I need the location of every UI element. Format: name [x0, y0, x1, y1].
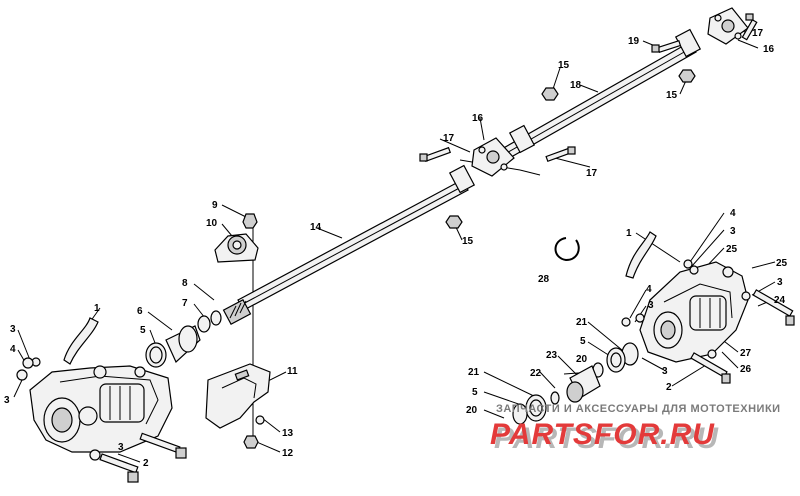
rear-boot-assembly [512, 342, 639, 425]
callout-24: 24 [774, 295, 786, 306]
callout-5: 5 [580, 336, 586, 347]
callout-21: 21 [576, 317, 588, 328]
callout-9: 9 [212, 200, 218, 211]
callout-2: 2 [143, 458, 149, 469]
callout-28: 28 [538, 274, 550, 285]
bolt-17-top [741, 13, 758, 41]
callout-11: 11 [287, 366, 298, 377]
callout-14: 14 [310, 222, 322, 233]
flex-coupler-rear [707, 7, 749, 45]
callout-7: 7 [182, 298, 188, 309]
callout-15: 15 [558, 60, 570, 71]
bolt-17-mid [419, 146, 452, 163]
callout-18: 18 [570, 80, 582, 91]
front-boot-assembly [145, 310, 222, 368]
callout-5: 5 [140, 325, 146, 336]
watermark: ЗАПЧАСТИ И АКСЕССУАРЫ ДЛЯ МОТОТЕХНИКИ PA… [490, 403, 781, 455]
vent-hose-right [625, 231, 657, 279]
callout-27: 27 [740, 348, 752, 359]
callout-20: 20 [576, 354, 588, 365]
callout-3: 3 [118, 442, 124, 453]
callout-3: 3 [4, 395, 10, 406]
callout-10: 10 [206, 218, 218, 229]
callout-19: 19 [628, 36, 640, 47]
bolt-17-lower [545, 146, 576, 163]
callout-3: 3 [648, 300, 654, 311]
callout-20: 20 [466, 405, 478, 416]
callout-1: 1 [626, 228, 632, 239]
bolt-19 [651, 39, 682, 54]
callout-6: 6 [137, 306, 143, 317]
callout-4: 4 [10, 344, 16, 355]
callout-15: 15 [666, 90, 678, 101]
callout-4: 4 [646, 284, 652, 295]
callout-8: 8 [182, 278, 188, 289]
callout-labels: 17 19 16 15 18 15 17 16 17 9 10 14 15 8 … [4, 28, 788, 469]
mounting-bracket [205, 363, 271, 449]
callout-23: 23 [546, 350, 558, 361]
callout-21: 21 [468, 367, 480, 378]
watermark-logo: PARTSFOR.RU [490, 418, 715, 451]
rear-case-fasteners [621, 259, 795, 384]
rear-gear-case [639, 261, 749, 363]
callout-4: 4 [730, 208, 736, 219]
vent-hose-left [63, 317, 99, 365]
callout-12: 12 [282, 448, 294, 459]
callout-3: 3 [662, 366, 668, 377]
callout-2: 2 [666, 382, 672, 393]
bolts-upper [419, 13, 758, 163]
callout-26: 26 [740, 364, 752, 375]
callout-3: 3 [730, 226, 736, 237]
nuts-15 [445, 69, 696, 229]
main-drive-shaft [237, 179, 469, 311]
callout-1: 1 [94, 303, 100, 314]
snap-ring [554, 237, 580, 262]
splined-shaft-end [222, 298, 252, 326]
shaft-yoke-upper [448, 28, 702, 194]
callout-13: 13 [282, 428, 294, 439]
callout-17: 17 [752, 28, 764, 39]
callout-22: 22 [530, 368, 542, 379]
callout-17: 17 [586, 168, 598, 179]
callout-3: 3 [10, 324, 16, 335]
callout-16: 16 [472, 113, 484, 124]
callout-17: 17 [443, 133, 455, 144]
watermark-caption: ЗАПЧАСТИ И АКСЕССУАРЫ ДЛЯ МОТОТЕХНИКИ [496, 403, 781, 415]
callout-25: 25 [776, 258, 788, 269]
callout-5: 5 [472, 387, 478, 398]
watermark-logo-shadow: PARTSFOR.RU [494, 422, 719, 455]
carrier-bearing [214, 213, 259, 263]
front-gear-case [29, 365, 173, 453]
front-case-fasteners [16, 357, 187, 483]
callout-3: 3 [777, 277, 783, 288]
callout-25: 25 [726, 244, 738, 255]
callout-16: 16 [763, 44, 775, 55]
callout-15: 15 [462, 236, 474, 247]
flex-coupler-mid [471, 137, 515, 177]
